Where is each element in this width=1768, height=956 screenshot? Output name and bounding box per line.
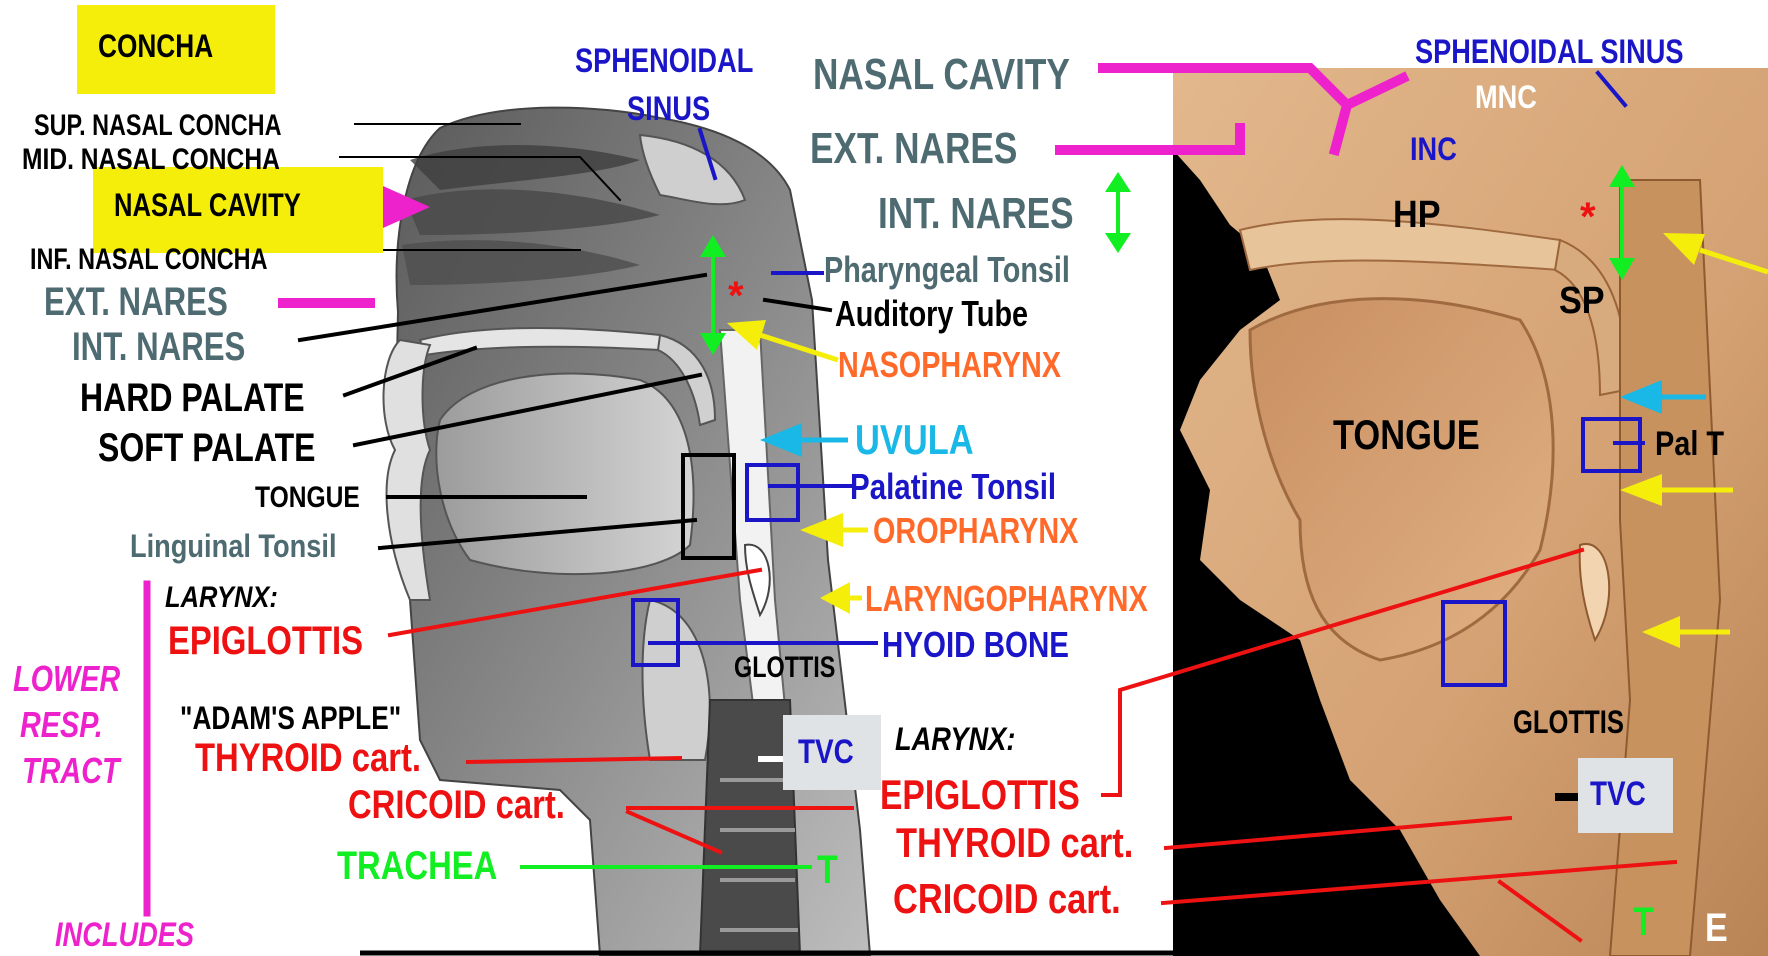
epiglottis-label-mid: EPIGLOTTIS bbox=[880, 774, 1080, 816]
nasal-cavity-label-mid: NASAL CAVITY bbox=[813, 53, 1070, 97]
sp-label: SP bbox=[1559, 282, 1605, 320]
uvula-label: UVULA bbox=[855, 419, 974, 461]
lower-resp-tract-line1: LOWER bbox=[13, 661, 120, 697]
ext-nares-label-left: EXT. NARES bbox=[44, 282, 228, 322]
inc-label: INC bbox=[1410, 133, 1457, 165]
glottis-label-left: GLOTTIS bbox=[734, 653, 835, 683]
thyroid-cart-label-mid: THYROID cart. bbox=[896, 822, 1133, 864]
mnc-label: MNC bbox=[1475, 81, 1537, 113]
inf-nasal-concha-label: INF. NASAL CONCHA bbox=[30, 245, 267, 275]
pal-t-label: Pal T bbox=[1655, 427, 1724, 461]
glottis-label-photo: GLOTTIS bbox=[1513, 706, 1624, 738]
nasal-cavity-label-left: NASAL CAVITY bbox=[114, 189, 301, 221]
concha-title: CONCHA bbox=[98, 30, 213, 62]
sphenoidal-sinus-label-left-2: SINUS bbox=[627, 92, 710, 126]
t-label-left: T bbox=[817, 850, 838, 890]
mid-nasal-concha-label: MID. NASAL CONCHA bbox=[22, 145, 280, 175]
lower-resp-tract-line3: TRACT bbox=[22, 753, 120, 789]
auditory-tube-label: Auditory Tube bbox=[835, 296, 1028, 332]
int-nares-label-left: INT. NARES bbox=[72, 327, 245, 367]
tvc-label-left: TVC bbox=[798, 735, 854, 769]
nasopharynx-label: NASOPHARYNX bbox=[838, 347, 1061, 383]
tongue-label-photo: TONGUE bbox=[1333, 414, 1480, 456]
asterisk-photo: * bbox=[1580, 197, 1596, 237]
sagittal-head-illustration bbox=[384, 108, 870, 955]
epiglottis-label-left: EPIGLOTTIS bbox=[168, 621, 363, 661]
tvc-mark-photo bbox=[1555, 793, 1580, 801]
green-double-arrow-mid bbox=[1105, 172, 1131, 253]
soft-palate-label: SOFT PALATE bbox=[98, 428, 315, 468]
cricoid-cart-label-mid: CRICOID cart. bbox=[893, 878, 1121, 920]
oropharynx-label: OROPHARYNX bbox=[873, 513, 1078, 549]
laryngopharynx-label: LARYNGOPHARYNX bbox=[865, 581, 1148, 617]
adams-apple-label: "ADAM'S APPLE" bbox=[180, 702, 401, 734]
tongue-label-left: TONGUE bbox=[255, 483, 360, 513]
asterisk-left: * bbox=[728, 276, 744, 316]
int-nares-label-mid: INT. NARES bbox=[878, 192, 1074, 236]
hard-palate-label: HARD PALATE bbox=[80, 378, 305, 418]
cricoid-cart-label-left: CRICOID cart. bbox=[348, 785, 565, 825]
sup-nasal-concha-label: SUP. NASAL CONCHA bbox=[34, 111, 281, 141]
linguinal-tonsil-label: Linguinal Tonsil bbox=[130, 530, 336, 562]
pharyngeal-tonsil-label: Pharyngeal Tonsil bbox=[824, 252, 1070, 288]
larynx-label-left: LARYNX: bbox=[165, 583, 278, 613]
thyroid-cart-label-left: THYROID cart. bbox=[195, 738, 421, 778]
t-label-photo: T bbox=[1633, 902, 1654, 942]
larynx-label-mid: LARYNX: bbox=[895, 723, 1015, 755]
sphenoidal-sinus-label-left-1: SPHENOIDAL bbox=[575, 44, 753, 78]
hp-label: HP bbox=[1393, 196, 1441, 234]
ext-nares-label-mid: EXT. NARES bbox=[810, 127, 1017, 171]
e-label: E bbox=[1705, 908, 1728, 948]
tvc-mark-left bbox=[758, 756, 783, 762]
hyoid-bone-label: HYOID BONE bbox=[882, 627, 1069, 663]
sphenoidal-sinus-label-photo: SPHENOIDAL SINUS bbox=[1415, 35, 1684, 69]
palatine-tonsil-label: Palatine Tonsil bbox=[850, 469, 1056, 505]
tvc-label-photo: TVC bbox=[1590, 777, 1646, 811]
includes-label: INCLUDES bbox=[55, 918, 194, 952]
lower-resp-tract-line2: RESP. bbox=[20, 707, 103, 743]
trachea-label: TRACHEA bbox=[337, 846, 497, 886]
